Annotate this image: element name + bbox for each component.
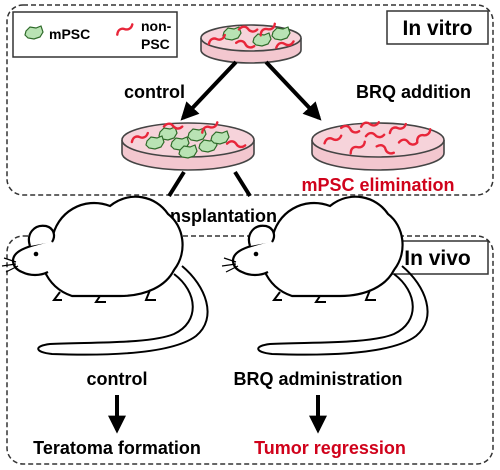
in-vitro-label-box [386,10,489,45]
nonpsc-legend-label-line2: PSC [141,36,170,52]
brq-arrow-in-vitro [264,60,322,121]
control-arrow-in-vitro [180,60,238,121]
legend: mPSC non- PSC [12,11,178,58]
in-vitro-control-label: control [124,82,185,102]
teratoma-formation-label: Teratoma formation [33,438,201,458]
in-vivo-control-label: control [87,369,148,389]
nonpsc-legend-label-line1: non- [141,18,172,34]
control-culture-dish [121,120,255,171]
transplantation-label: Transplantation [143,206,277,226]
mpsc-legend-label: mPSC [49,26,90,42]
in-vitro-label: In vitro [402,17,472,40]
mpsc-elimination-label: mPSC elimination [301,175,454,195]
top-culture-dish [200,22,302,64]
transplant-arrow-left-top [167,170,186,198]
brq-culture-dish [311,120,445,171]
brq-addition-label: BRQ addition [356,82,471,102]
transplant-arrow-right-top [233,170,252,198]
tumor-regression-label: Tumor regression [254,438,406,458]
brq-administration-label: BRQ administration [233,369,402,389]
in-vivo-label: In vivo [404,247,471,270]
